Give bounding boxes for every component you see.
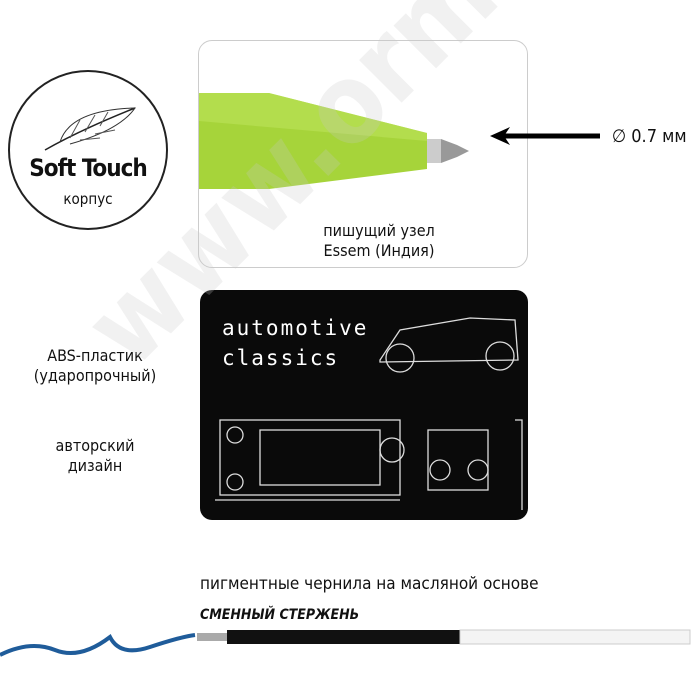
tip-card: пишущий узел Essem (Индия) — [198, 40, 528, 268]
tip-diameter: ∅ 0.7 мм — [612, 126, 687, 147]
badge-subtitle: корпус — [63, 190, 113, 208]
design-line1: авторский — [55, 436, 135, 455]
soft-touch-badge: Soft Touch корпус — [8, 70, 168, 230]
feather-icon — [44, 107, 136, 151]
arrow-left-icon — [490, 127, 600, 145]
tip-label-line1: пишущий узел — [323, 221, 435, 240]
refill-ink-label: пигментные чернила на масляной основе — [200, 574, 539, 594]
car-blueprint-image — [215, 317, 523, 510]
design-card: automotive classics — [200, 290, 528, 520]
pen-tip-image — [199, 93, 469, 189]
badge-title: Soft Touch — [29, 154, 148, 182]
design-line1: automotive — [222, 316, 369, 340]
refill-title: СМЕННЫЙ СТЕРЖЕНЬ — [200, 607, 360, 623]
tip-label-line2: Essem (Индия) — [323, 241, 435, 260]
design-line2: classics — [222, 346, 340, 370]
design-line2: дизайн — [67, 456, 123, 475]
material-line2: (ударопрочный) — [33, 366, 157, 385]
refill-image — [0, 629, 691, 657]
material-line1: ABS-пластик — [47, 346, 143, 365]
